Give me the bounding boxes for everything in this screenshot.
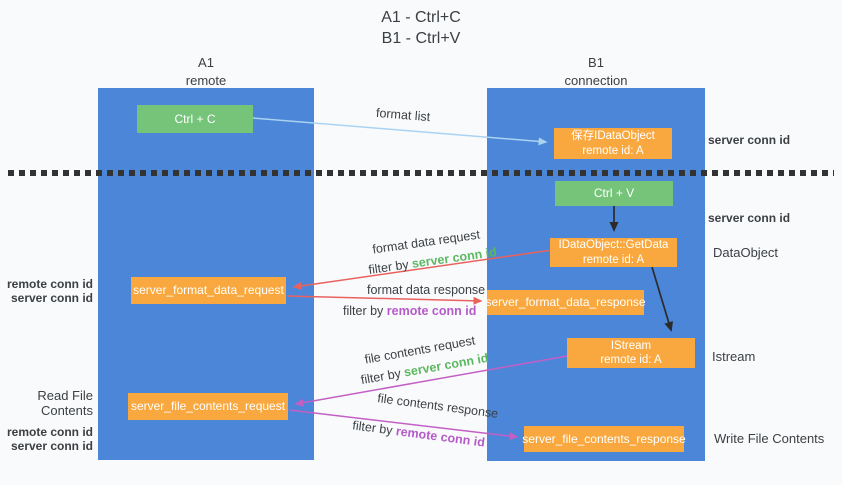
arrow-file-contents-request xyxy=(294,355,568,407)
left-conn-id-labels-bottom: Read File Contents remote conn id server… xyxy=(0,388,93,453)
label-server-conn-id-right-2: server conn id xyxy=(708,211,791,225)
title-line-1: A1 - Ctrl+C xyxy=(381,9,461,26)
label-dataobject: DataObject xyxy=(713,245,779,260)
arrow-file-contents-response xyxy=(288,409,519,441)
arrow-format-data-request xyxy=(292,249,553,290)
title-line-2: B1 - Ctrl+V xyxy=(381,29,461,47)
filter-by-text: filter by xyxy=(343,304,387,318)
label-server-conn-id-right-1: server conn id xyxy=(708,133,791,147)
node-ctrl-v-label: Ctrl + V xyxy=(593,186,635,200)
node-ctrl-c-label: Ctrl + C xyxy=(174,111,216,126)
machine-boundary-dotted-line xyxy=(8,170,834,176)
node-istream: IStream remote id: A xyxy=(567,338,695,368)
node-format-response-label: server_format_data_response xyxy=(485,295,646,309)
node-server-format-data-request: server_format_data_request xyxy=(131,277,286,304)
node-ctrl-v: Ctrl + V xyxy=(555,181,673,206)
arrow-getdata-to-istream xyxy=(651,266,673,332)
node-server-file-contents-response: server_file_contents_response xyxy=(522,426,686,452)
label-remote-conn-id-left-1: remote conn id xyxy=(6,277,93,291)
right-column-role: connection xyxy=(564,72,628,88)
arrow-format-data-response xyxy=(286,295,483,305)
node-save-idataobject: 保存IDataObject remote id: A xyxy=(554,128,672,159)
node-getdata-line2: remote id: A xyxy=(582,253,645,266)
node-server-format-data-response: server_format_data_response xyxy=(485,290,646,315)
left-conn-id-labels-top: remote conn id server conn id xyxy=(0,277,93,305)
label-remote-conn-id-left-2: remote conn id xyxy=(6,425,93,439)
node-save-idataobject-line2: remote id: A xyxy=(582,144,644,157)
arrow-format-list xyxy=(252,117,548,146)
remote-conn-id-text: remote conn id xyxy=(386,304,477,318)
label-read-file-contents: Read File Contents xyxy=(37,388,93,418)
node-server-file-contents-request: server_file_contents_request xyxy=(128,393,288,420)
node-istream-line2: remote id: A xyxy=(600,354,662,366)
diagram-title: A1 - Ctrl+C B1 - Ctrl+V xyxy=(0,8,842,50)
left-column-name: A1 xyxy=(198,55,214,70)
node-getdata-line1: IDataObject::GetData xyxy=(558,239,669,252)
label-format-data-response: format data response xyxy=(367,283,486,297)
node-idataobject-getdata: IDataObject::GetData remote id: A xyxy=(550,238,677,267)
right-column-name: B1 xyxy=(588,55,604,70)
left-column-header: A1 remote xyxy=(98,54,314,89)
label-server-conn-id-left-2: server conn id xyxy=(10,439,93,453)
left-column-role: remote xyxy=(185,72,227,88)
node-istream-line1: IStream xyxy=(610,339,652,352)
label-server-conn-id-left-1: server conn id xyxy=(10,291,93,305)
label-write-file-contents: Write File Contents xyxy=(714,431,825,446)
node-ctrl-c: Ctrl + C xyxy=(137,105,253,133)
right-column-header: B1 connection xyxy=(487,54,705,89)
label-istream: Istream xyxy=(712,349,756,364)
node-save-idataobject-line1: 保存IDataObject xyxy=(571,130,655,143)
label-filter-by-remote-conn-id-1: filter by remote conn id xyxy=(343,304,476,318)
node-file-response-label: server_file_contents_response xyxy=(522,431,686,446)
node-format-request-label: server_format_data_request xyxy=(133,283,284,297)
node-file-request-label: server_file_contents_request xyxy=(130,399,286,413)
